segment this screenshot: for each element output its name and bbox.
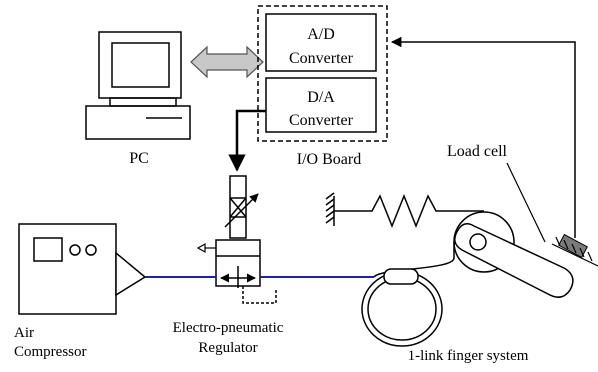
finger-link bbox=[454, 223, 574, 298]
spring-icon bbox=[334, 193, 478, 229]
io-board-label: I/O Board bbox=[297, 151, 361, 168]
pc-label: PC bbox=[129, 150, 149, 167]
wall-hatch-icon bbox=[551, 236, 598, 267]
finger-system-label: 1-link finger system bbox=[408, 348, 529, 364]
load-cell-label: Load cell bbox=[447, 143, 508, 160]
load-cell-leader-line bbox=[506, 162, 546, 243]
ad-converter: A/D Converter bbox=[265, 13, 377, 72]
solenoid-valve-icon bbox=[224, 175, 259, 239]
da-converter: D/A Converter bbox=[265, 77, 377, 133]
ad-converter-line1: A/D bbox=[307, 26, 335, 43]
ad-converter-line2: Converter bbox=[289, 50, 354, 67]
regulator-label-line1: Electro-pneumatic bbox=[173, 320, 284, 336]
computer-icon bbox=[85, 31, 191, 140]
double-arrow-icon bbox=[190, 45, 264, 79]
muscle-actuator-icon bbox=[361, 268, 443, 347]
compressor-label-line2: Compressor bbox=[14, 344, 87, 360]
ground-hatch-icon bbox=[325, 192, 335, 226]
da-signal-wire bbox=[228, 109, 266, 172]
compressor-icon bbox=[18, 223, 147, 315]
io-board-outline bbox=[257, 5, 388, 142]
da-converter-line2: Converter bbox=[289, 112, 354, 129]
regulator-body bbox=[196, 239, 277, 304]
compressor-label-line1: Air bbox=[14, 325, 34, 341]
regulator-label-line2: Regulator bbox=[198, 340, 257, 356]
da-converter-line1: D/A bbox=[307, 89, 335, 106]
loadcell-signal-wire bbox=[390, 36, 576, 238]
